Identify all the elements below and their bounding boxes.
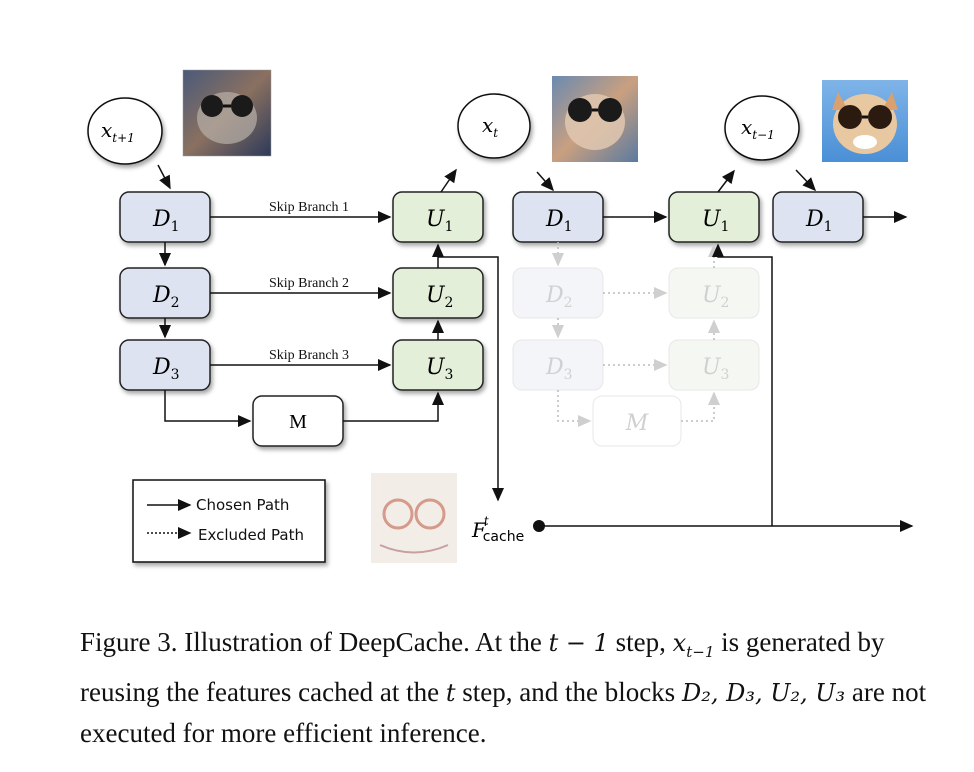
noisy-cat-image-t-plus-1 — [182, 69, 272, 157]
caption-step-prev: t − 1 — [548, 629, 609, 657]
label-x-t: xt — [482, 113, 498, 140]
figure-caption: Figure 3. Illustration of DeepCache. At … — [80, 622, 940, 753]
deepcache-diagram: xt+1 D1 D2 D3 U1 U2 U3 M Skip Branch 1 — [87, 69, 914, 563]
label-x-t-plus-1: xt+1 — [101, 118, 135, 145]
cat-image-t-minus-1 — [822, 80, 908, 162]
caption-blocks: D₂, D₃, U₂, U₃ — [681, 678, 846, 707]
block-u1-left-label: U1 — [426, 207, 453, 235]
block-d1-right-label: D1 — [805, 207, 833, 235]
skip-branch-2-label: Skip Branch 2 — [269, 276, 349, 291]
block-u2-excluded-label: U2 — [702, 283, 729, 311]
block-u3-excluded-label: U3 — [702, 355, 729, 383]
block-d3-left-label: D3 — [152, 355, 180, 383]
block-m-label: M — [289, 411, 307, 433]
legend: Chosen Path Excluded Path — [132, 479, 326, 563]
block-d1-left-label: D1 — [152, 207, 180, 235]
label-x-t-minus-1: xt−1 — [741, 115, 775, 142]
caption-step-cur: t — [445, 678, 456, 707]
block-d2-left-label: D2 — [152, 283, 180, 311]
block-u1-mid-label: U1 — [702, 207, 729, 235]
circle-x-t-minus-1 — [724, 95, 800, 161]
legend-chosen-label: Chosen Path — [196, 496, 289, 514]
cat-image-t — [552, 76, 638, 162]
skip-branch-3-label: Skip Branch 3 — [269, 348, 349, 363]
excluded-blocks: D2 D3 U2 U3 M — [512, 267, 760, 447]
circle-x-t — [457, 93, 531, 159]
block-d3-excluded-label: D3 — [545, 355, 573, 383]
caption-mid3: step, and the blocks — [455, 676, 682, 707]
block-d2-excluded-label: D2 — [545, 283, 573, 311]
caption-prefix: Figure 3. Illustration of DeepCache. At … — [80, 627, 549, 657]
block-d1-mid-label: D1 — [545, 207, 573, 235]
block-u1-mid — [668, 191, 760, 243]
circle-x-t-plus-1 — [87, 97, 163, 165]
caption-mid2: is generated by reusing the features cac… — [80, 627, 885, 707]
skip-branch-1-label: Skip Branch 1 — [269, 200, 349, 215]
legend-excluded-label: Excluded Path — [198, 526, 304, 544]
caption-x-prev: xt−1 — [672, 629, 715, 661]
caption-mid1: step, — [608, 627, 673, 657]
block-u2-left-label: U2 — [426, 283, 453, 311]
caption-suffix: are not executed for more efficient infe… — [80, 676, 927, 748]
block-m-excluded-label: M — [625, 411, 649, 436]
block-u3-left-label: U3 — [426, 355, 453, 383]
block-u1-left — [392, 191, 484, 243]
cached-feature-image — [371, 473, 457, 563]
